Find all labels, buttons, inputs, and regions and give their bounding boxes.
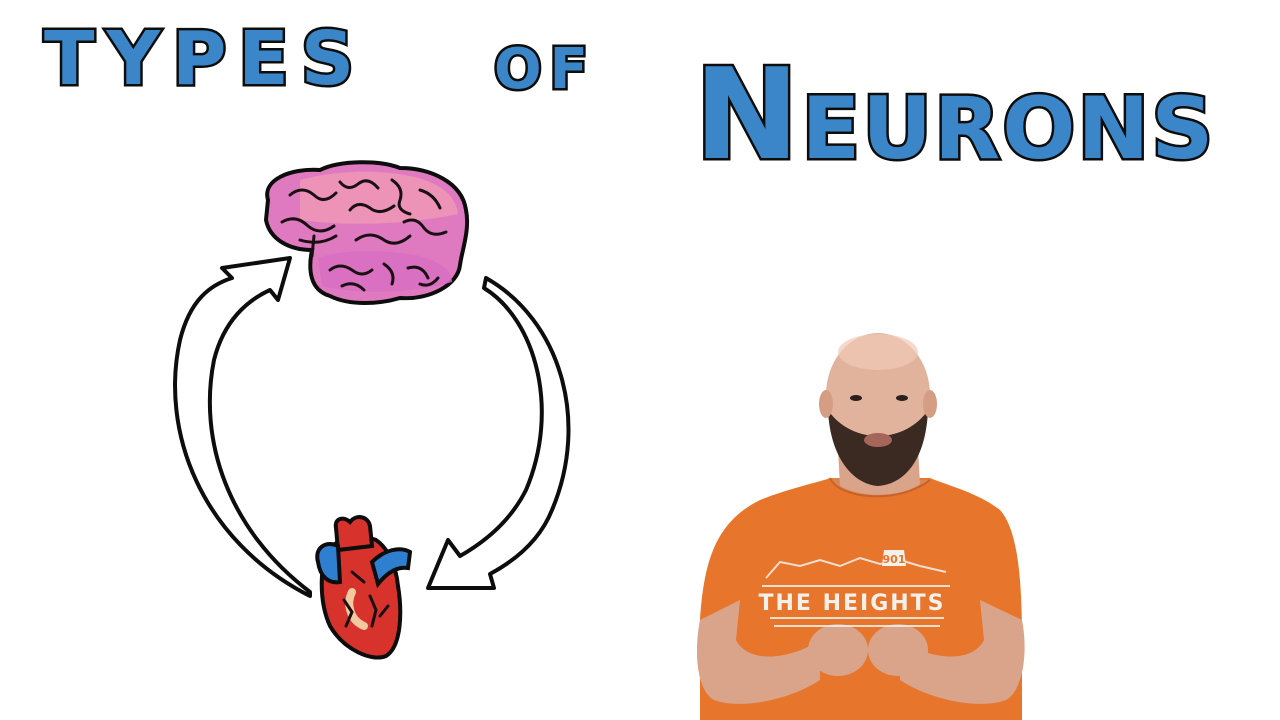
title-word-types: Types xyxy=(41,16,367,102)
shirt-text: THE HEIGHTS xyxy=(758,591,945,616)
presenter: 901 THE HEIGHTS xyxy=(696,333,1025,720)
curved-arrow-up-icon xyxy=(173,256,312,598)
presenter-left-hand xyxy=(808,624,868,676)
title-word-neurons-initial: N xyxy=(691,41,802,188)
shirt-badge: 901 xyxy=(882,550,906,566)
title-word-neurons-rest: eurons xyxy=(799,79,1216,179)
presenter-beard xyxy=(828,410,928,486)
curved-arrow-down-icon xyxy=(426,276,571,590)
presenter-right-arm xyxy=(900,600,1025,704)
brain-icon xyxy=(263,160,470,305)
presenter-right-hand xyxy=(868,624,928,676)
heart-icon xyxy=(315,515,413,660)
shirt-badge-text: 901 xyxy=(883,553,906,566)
title-word-of: of xyxy=(492,37,596,102)
title-word-neurons: Neurons xyxy=(691,49,1216,180)
presenter-left-arm xyxy=(696,600,820,704)
